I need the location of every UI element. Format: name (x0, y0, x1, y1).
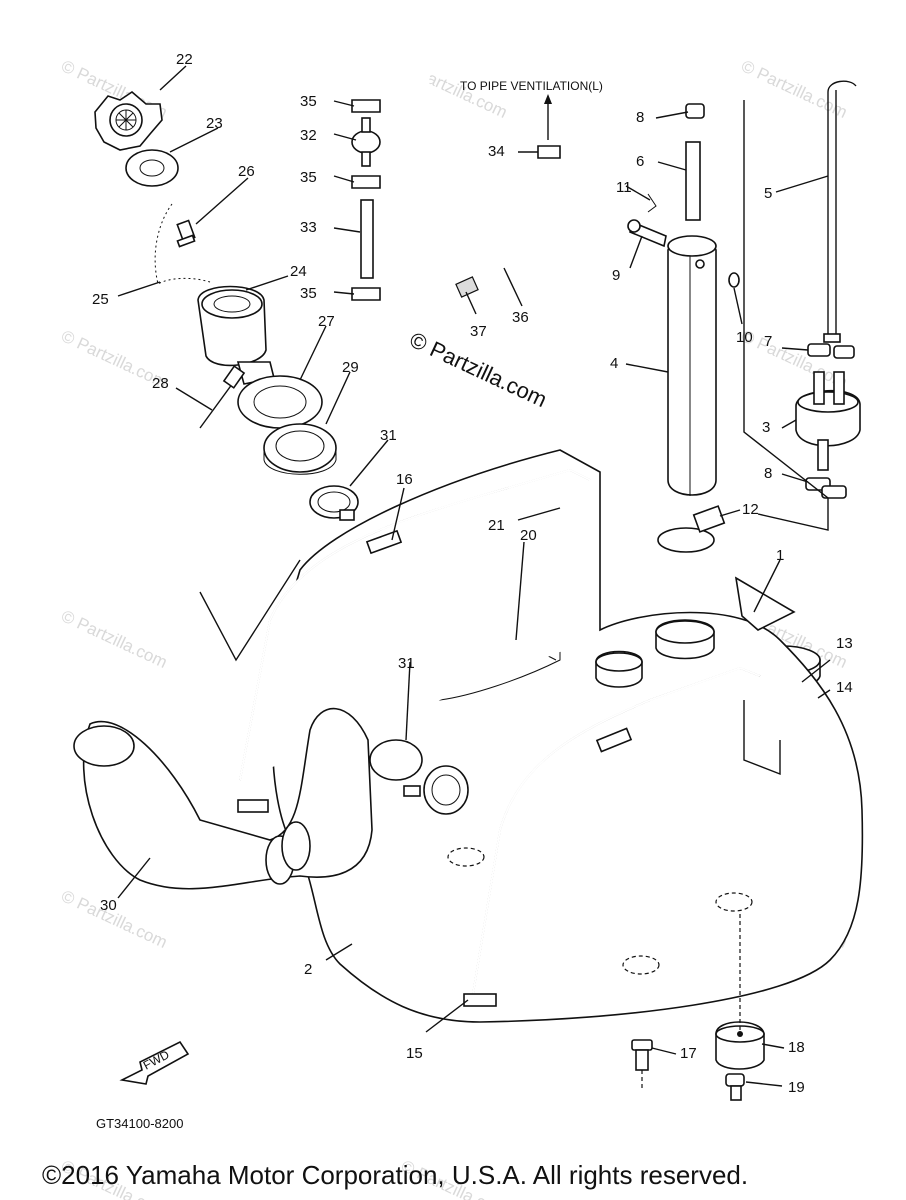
forward-arrow-icon: FWD (119, 1040, 190, 1085)
retainer-chain (154, 203, 211, 285)
callout: 13 (836, 635, 853, 652)
gasket-27 (237, 375, 323, 429)
callout: 14 (836, 679, 853, 696)
watermark: © Partzilla.com (738, 56, 850, 122)
callout: 8 (764, 465, 772, 482)
vent-nipple-body (222, 365, 246, 389)
seal-29 (263, 423, 337, 475)
callout: 25 (92, 291, 109, 308)
callout: 31 (380, 427, 397, 444)
callout: 32 (300, 127, 317, 144)
callout: 35 (300, 93, 317, 110)
callout: 4 (610, 355, 618, 372)
screw-26 (176, 219, 196, 248)
callout: 1 (776, 547, 784, 564)
callout: 29 (342, 359, 359, 376)
callout: 31 (398, 655, 415, 672)
diagram-code: GT34100-8200 (96, 1116, 183, 1131)
callout: 35 (300, 285, 317, 302)
callout: 16 (396, 471, 413, 488)
filler-hose (73, 559, 373, 890)
watermark: © Partzilla.com (58, 606, 170, 672)
mounting-hardware (631, 910, 765, 1101)
callout: 33 (300, 219, 317, 236)
tank-straps (237, 468, 761, 1007)
callout: 9 (612, 267, 620, 284)
leader-lines (117, 65, 831, 1087)
callout: 15 (406, 1045, 423, 1062)
callout: 27 (318, 313, 335, 330)
filler-neck (197, 285, 275, 385)
callout: 18 (788, 1039, 805, 1056)
callout: 36 (512, 309, 529, 326)
callout: 23 (206, 115, 223, 132)
hose-clamp-31 (309, 485, 359, 521)
callout: 3 (762, 419, 770, 436)
callout: 30 (100, 897, 117, 914)
callout: 35 (300, 169, 317, 186)
callout: 21 (488, 517, 505, 534)
callout: 6 (636, 153, 644, 170)
callout: 22 (176, 51, 193, 68)
fuel-cap-group (94, 90, 179, 187)
callout: 5 (764, 185, 772, 202)
callout: 7 (764, 333, 772, 350)
callout-labels: 1 2 3 4 5 6 7 8 8 9 10 11 12 13 14 15 16… (92, 51, 853, 1096)
callout: 28 (152, 375, 169, 392)
callout: 11 (616, 179, 632, 196)
callout: 8 (636, 109, 644, 126)
callout: 37 (470, 323, 487, 340)
callout: 20 (520, 527, 537, 544)
callout: 34 (488, 143, 505, 160)
callout: 2 (304, 961, 312, 978)
callout: 24 (290, 263, 307, 280)
vent-hose-assembly (351, 45, 561, 307)
callout: 17 (680, 1045, 697, 1062)
callout: 19 (788, 1079, 805, 1096)
fuel-pickup-tube (627, 141, 740, 496)
callout: 12 (742, 501, 759, 518)
callout: 10 (736, 329, 753, 346)
pipe-ventilation-note: TO PIPE VENTILATION(L) (460, 79, 603, 93)
callout: 26 (238, 163, 255, 180)
copyright: ©2016 Yamaha Motor Corporation, U.S.A. A… (42, 1160, 748, 1190)
